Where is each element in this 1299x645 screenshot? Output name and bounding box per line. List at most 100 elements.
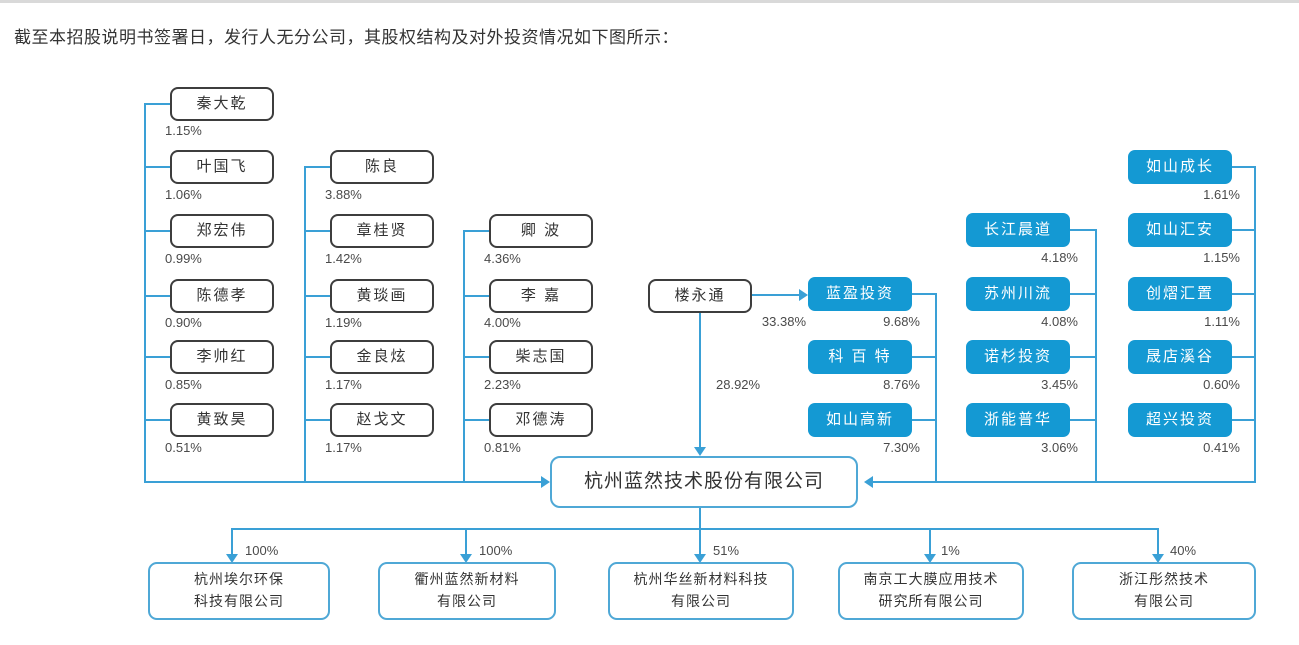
connector-line — [1254, 166, 1256, 483]
connector-line — [144, 481, 541, 483]
connector-line — [1232, 356, 1256, 358]
institution-box: 如山成长 — [1128, 150, 1232, 184]
subsidiary-name-line2: 有限公司 — [1134, 593, 1194, 609]
institution-box: 创熠汇置 — [1128, 277, 1232, 311]
shareholder-box: 秦大乾 — [170, 87, 274, 121]
shareholder-box: 陈良 — [330, 150, 434, 184]
connector-line — [304, 419, 332, 421]
institution-pct: 3.45% — [1041, 377, 1078, 392]
institution-box: 长江晨道 — [966, 213, 1070, 247]
arrow-left-icon — [864, 476, 873, 488]
subsidiary-box: 衢州蓝然新材料 有限公司 — [378, 562, 556, 620]
subsidiary-ownership-pct: 51% — [713, 543, 740, 558]
connector-line — [699, 528, 701, 555]
connector-line — [144, 295, 172, 297]
connector-line — [304, 166, 306, 483]
institution-pct: 0.60% — [1203, 377, 1240, 392]
institution-pct: 3.06% — [1041, 440, 1078, 455]
shareholder-pct: 0.90% — [165, 315, 202, 330]
subsidiary-name-line2: 有限公司 — [437, 593, 497, 609]
subsidiary-box: 浙江彤然技术 有限公司 — [1072, 562, 1256, 620]
shareholder-box: 黄致昊 — [170, 403, 274, 437]
shareholder-box: 叶国飞 — [170, 150, 274, 184]
connector-line — [752, 294, 799, 296]
shareholder-box: 郑宏伟 — [170, 214, 274, 248]
institution-pct: 1.11% — [1204, 314, 1240, 329]
connector-line — [1070, 229, 1097, 231]
shareholder-box: 章桂贤 — [330, 214, 434, 248]
connector-line — [144, 103, 146, 483]
institution-box: 超兴投资 — [1128, 403, 1232, 437]
section-intro-text: 截至本招股说明书签署日，发行人无分公司，其股权结构及对外投资情况如下图所示： — [14, 28, 679, 47]
arrow-right-icon — [541, 476, 550, 488]
connector-line — [463, 230, 491, 232]
subsidiary-box: 南京工大膜应用技术 研究所有限公司 — [838, 562, 1024, 620]
connector-line — [1232, 293, 1256, 295]
arrow-down-icon — [924, 554, 936, 563]
connector-line — [873, 481, 1256, 483]
shareholder-pct: 1.42% — [325, 251, 362, 266]
shareholder-pct: 0.99% — [165, 251, 202, 266]
shareholder-pct: 0.81% — [484, 440, 521, 455]
institution-box: 蓝盈投资 — [808, 277, 912, 311]
institution-box: 科 百 特 — [808, 340, 912, 374]
controller-to-lanying-pct: 33.38% — [761, 314, 806, 329]
connector-line — [144, 166, 172, 168]
connector-line — [144, 356, 172, 358]
connector-line — [465, 528, 467, 555]
connector-line — [231, 528, 1159, 530]
connector-line — [1232, 419, 1256, 421]
connector-line — [144, 230, 172, 232]
shareholder-box: 金良炫 — [330, 340, 434, 374]
subsidiary-ownership-pct: 40% — [1170, 543, 1197, 558]
connector-line — [231, 528, 233, 555]
institution-box: 如山汇安 — [1128, 213, 1232, 247]
connector-line — [699, 312, 701, 448]
actual-controller-box: 楼永通 — [648, 279, 752, 313]
shareholder-pct: 4.36% — [484, 251, 521, 266]
institution-box: 诺杉投资 — [966, 340, 1070, 374]
subsidiary-box: 杭州埃尔环保 科技有限公司 — [148, 562, 330, 620]
shareholder-pct: 3.88% — [325, 187, 362, 202]
connector-line — [304, 356, 332, 358]
shareholder-pct: 4.00% — [484, 315, 521, 330]
subsidiary-name-line1: 南京工大膜应用技术 — [863, 571, 999, 588]
connector-line — [929, 528, 931, 555]
subsidiary-name-line1: 杭州华丝新材料科技 — [633, 571, 769, 588]
connector-line — [304, 295, 332, 297]
subsidiary-name-line1: 浙江彤然技术 — [1119, 571, 1209, 588]
institution-pct: 1.61% — [1203, 187, 1240, 202]
connector-line — [144, 419, 172, 421]
arrow-down-icon — [694, 554, 706, 563]
subsidiary-ownership-pct: 100% — [245, 543, 279, 558]
subsidiary-box: 杭州华丝新材料科技 有限公司 — [608, 562, 794, 620]
institution-box: 浙能普华 — [966, 403, 1070, 437]
connector-line — [304, 230, 332, 232]
connector-line — [463, 295, 491, 297]
arrow-down-icon — [1152, 554, 1164, 563]
issuer-company-box: 杭州蓝然技术股份有限公司 — [550, 456, 858, 508]
institution-pct: 4.08% — [1041, 314, 1078, 329]
shareholder-pct: 1.17% — [325, 440, 362, 455]
shareholder-pct: 0.85% — [165, 377, 202, 392]
connector-line — [1070, 419, 1097, 421]
institution-box: 晟店溪谷 — [1128, 340, 1232, 374]
connector-line — [1157, 528, 1159, 555]
subsidiary-name-line2: 有限公司 — [671, 593, 731, 609]
institution-pct: 1.15% — [1203, 250, 1240, 265]
connector-line — [1070, 356, 1097, 358]
subsidiary-name-line1: 杭州埃尔环保 — [194, 571, 284, 588]
shareholder-box: 陈德孝 — [170, 279, 274, 313]
subsidiary-ownership-pct: 100% — [479, 543, 513, 558]
shareholder-box: 李 嘉 — [489, 279, 593, 313]
institution-pct: 4.18% — [1041, 250, 1078, 265]
connector-line — [912, 356, 937, 358]
subsidiary-name-line1: 衢州蓝然新材料 — [414, 571, 520, 588]
arrow-down-icon — [460, 554, 472, 563]
shareholder-box: 赵戈文 — [330, 403, 434, 437]
controller-direct-pct: 28.92% — [716, 377, 761, 392]
shareholder-pct: 1.06% — [165, 187, 202, 202]
arrow-down-icon — [694, 447, 706, 456]
subsidiary-name-line2: 研究所有限公司 — [878, 593, 984, 609]
